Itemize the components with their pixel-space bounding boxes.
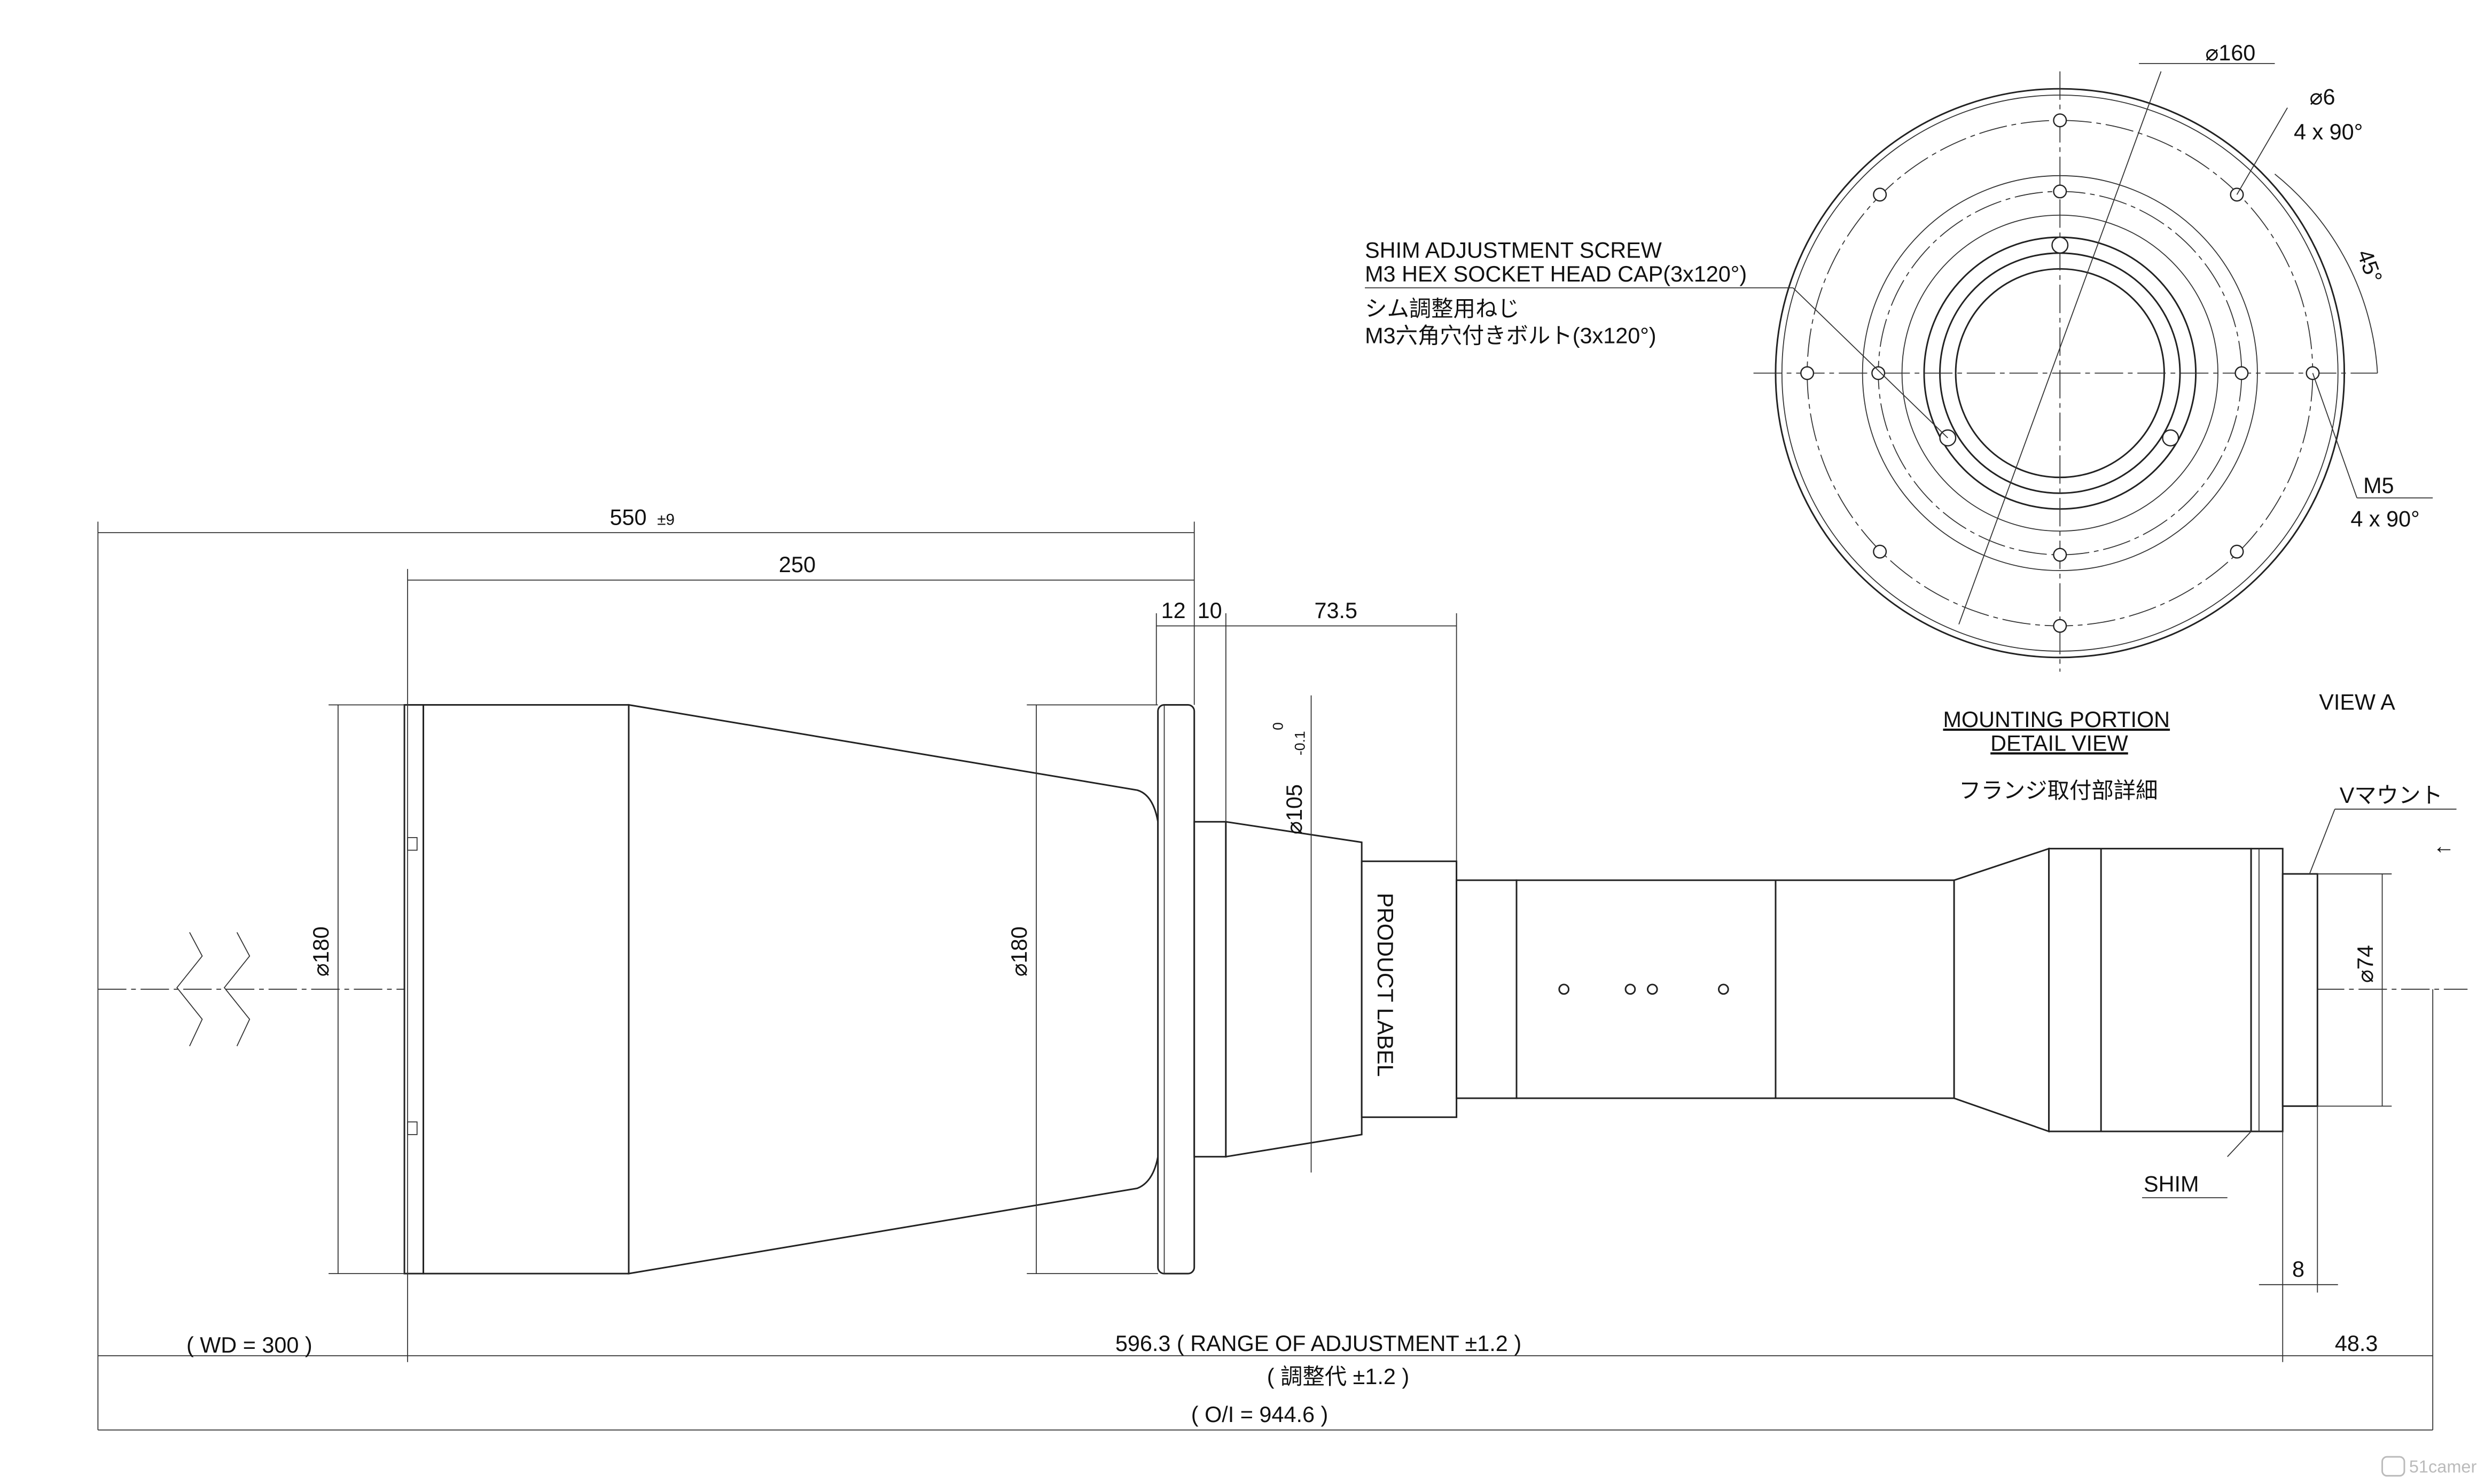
view-arrow: ← [2433, 833, 2455, 858]
shim-screw-jp-label-2: M3六角穴付きボルト(3x120°) [1365, 323, 1656, 348]
dim-550: 550 [610, 505, 647, 529]
dim-dia-flange: ⌀180 [1007, 926, 1032, 977]
dim-12: 12 [1161, 598, 1186, 623]
dim-wd: ( WD = 300 ) [186, 1333, 312, 1357]
shim-screw-jp-label-1: シム調整用ねじ [1365, 296, 1520, 321]
v-mount-label: Vマウント [2340, 783, 2443, 808]
lens-body [403, 704, 2318, 1275]
m5-label: M5 [2363, 473, 2394, 498]
dim-73-5: 73.5 [1314, 598, 1357, 623]
dim-dia-105-tol-lower: -0.1 [1292, 731, 1308, 755]
dim-dia-front: ⌀180 [309, 926, 333, 977]
view-a-label: VIEW A [2319, 690, 2395, 714]
shim-label: SHIM [2144, 1171, 2199, 1196]
dim-lines-bottom [98, 989, 2434, 1431]
mounting-portion-label: MOUNTING PORTION [1943, 707, 2170, 732]
detail-view-jp-label: フランジ取付部詳細 [1959, 778, 2158, 803]
break-mark [176, 932, 251, 1046]
dim-dia-105: ⌀105 [1282, 784, 1307, 834]
dim-lines-diameter [329, 695, 2392, 1275]
holes-m5-count: 4 x 90° [2350, 506, 2419, 531]
svg-text:51camera: 51camera [2409, 1457, 2477, 1477]
shim-screw-label-2: M3 HEX SOCKET HEAD CAP(3x120°) [1365, 262, 1747, 286]
dim-dia-160: ⌀160 [2205, 41, 2255, 65]
dim-oi: ( O/I = 944.6 ) [1191, 1402, 1329, 1427]
dim-dia-105-tol-upper: 0 [1270, 722, 1286, 730]
dim-dia-74: ⌀74 [2353, 945, 2378, 983]
dim-range: 596.3 ( RANGE OF ADJUSTMENT ±1.2 ) [1115, 1331, 1521, 1356]
dim-8: 8 [2292, 1257, 2304, 1282]
dim-10: 10 [1198, 598, 1222, 623]
angle-45: 45° [2353, 246, 2387, 286]
dim-48-3: 48.3 [2335, 1331, 2378, 1356]
dim-range-jp: ( 調整代 ±1.2 ) [1267, 1364, 1410, 1389]
dim-lines-top [97, 521, 1457, 1430]
dim-dia-6: ⌀6 [2310, 85, 2335, 110]
dim-550-tol: ±9 [657, 511, 675, 528]
watermark-logo: 51camera [2381, 1456, 2477, 1477]
detail-view-label: DETAIL VIEW [1990, 731, 2128, 755]
view-a-flange [1753, 71, 2378, 672]
dim-250: 250 [779, 552, 816, 577]
shim-screw-label-1: SHIM ADJUSTMENT SCREW [1365, 238, 1662, 263]
holes-6-count: 4 x 90° [2294, 120, 2363, 144]
product-label: PRODUCT LABEL [1373, 893, 1397, 1076]
